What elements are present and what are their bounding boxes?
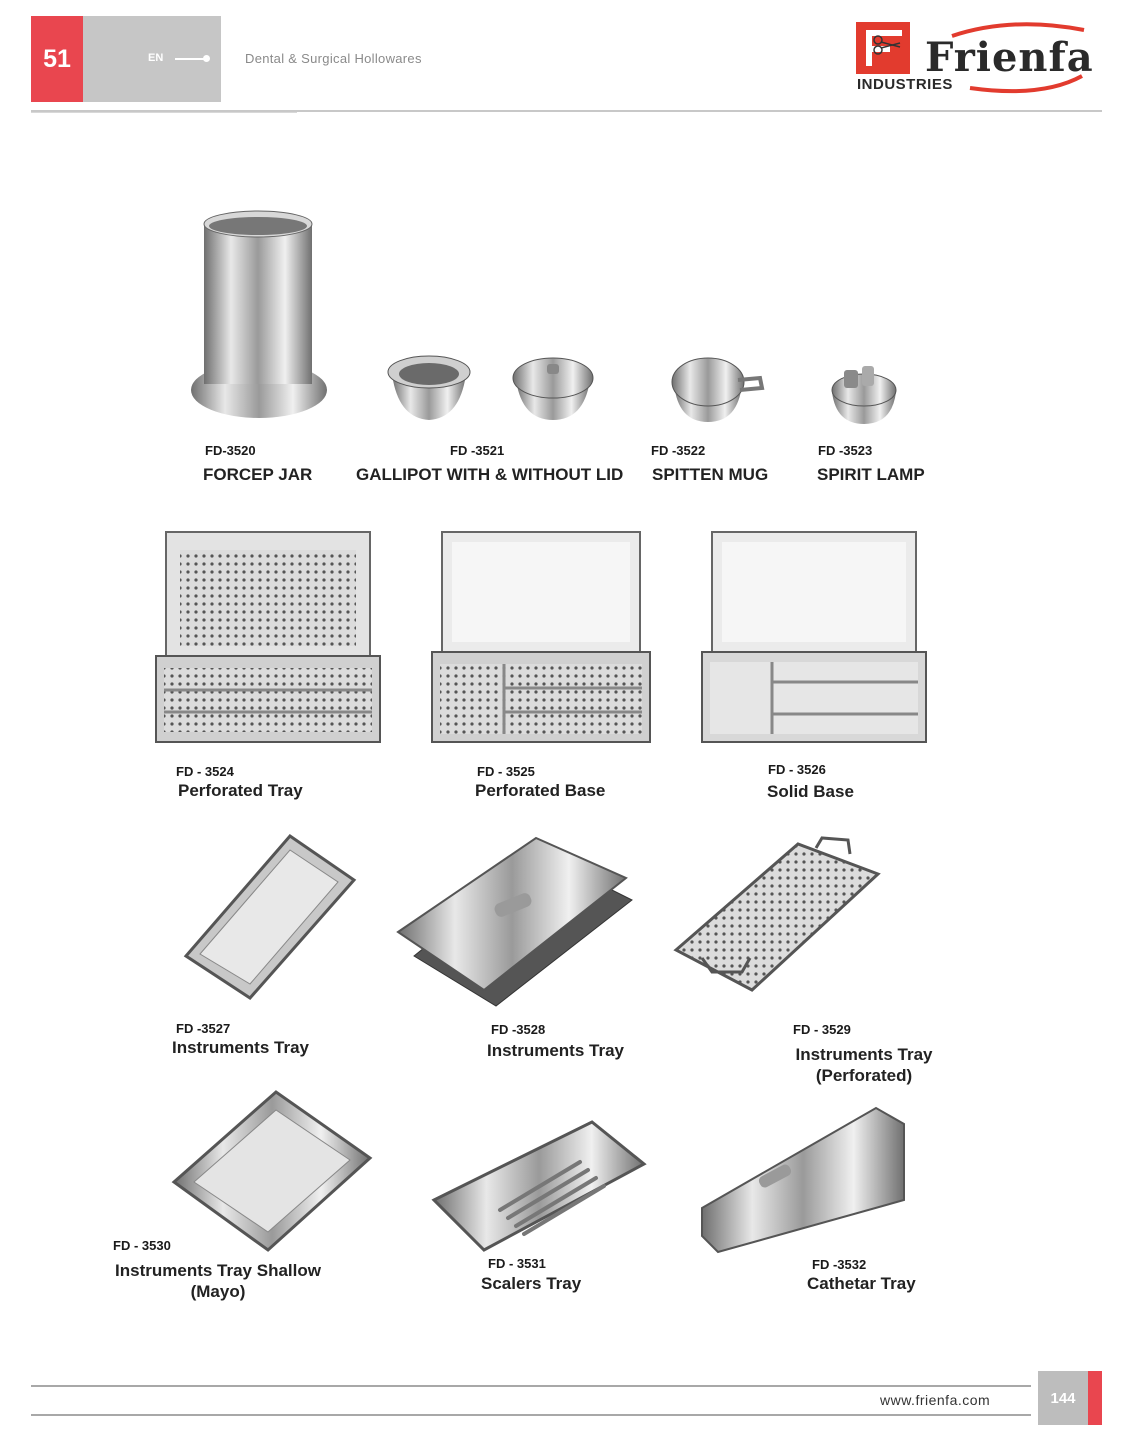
language-label: EN [148, 52, 164, 64]
gallipot-image [387, 355, 471, 420]
product-code: FD -3522 [651, 443, 706, 458]
product-code: FD - 3529 [793, 1022, 851, 1037]
spirit-lamp-image [831, 366, 897, 424]
website-link[interactable]: www.frienfa.com [880, 1392, 991, 1408]
product-name: Cathetar Tray [807, 1274, 916, 1293]
product-name-line2: (Perforated) [815, 1066, 913, 1085]
product-code: FD -3532 [812, 1257, 867, 1272]
brand-name: Frienfa [925, 34, 1094, 81]
product-name: Instruments Tray [487, 1041, 624, 1060]
product-name: SPIRIT LAMP [817, 465, 925, 484]
page-number: 144 [1038, 1371, 1088, 1425]
spitten-mug-image [671, 357, 765, 422]
brand-logo-icon [856, 22, 1085, 94]
mayo-tray-image [171, 1090, 373, 1252]
scalers-tray-image [431, 1120, 647, 1252]
page-number-accent [1088, 1371, 1102, 1425]
product-code: FD -3523 [818, 443, 873, 458]
language-dot [203, 55, 210, 62]
instruments-tray-3527-image [183, 834, 357, 1000]
product-name: Perforated Base [475, 781, 606, 800]
product-code: FD - 3531 [488, 1256, 546, 1271]
product-name: FORCEP JAR [203, 465, 313, 484]
instruments-tray-3528-image [396, 836, 633, 1007]
header-divider [31, 110, 1102, 112]
gallipot-lid-image [512, 357, 594, 420]
product-name: Scalers Tray [481, 1274, 582, 1293]
product-code: FD -3521 [450, 443, 505, 458]
brand-subtitle: INDUSTRIES [857, 76, 953, 93]
product-code: FD - 3526 [768, 762, 826, 777]
product-name: GALLIPOT WITH & WITHOUT LID [356, 465, 624, 484]
product-code: FD - 3525 [477, 764, 535, 779]
perforated-instruments-tray-image [673, 836, 881, 992]
forcep-jar-image [191, 210, 327, 418]
product-code: FD -3527 [176, 1021, 231, 1036]
product-code: FD - 3524 [176, 764, 234, 779]
product-name-line2: (Mayo) [190, 1282, 246, 1301]
perforated-tray-image [155, 531, 381, 743]
section-number: 51 [31, 16, 83, 102]
product-code: FD - 3530 [113, 1238, 171, 1253]
header-divider-accent [31, 112, 297, 113]
product-code: FD-3520 [205, 443, 256, 458]
footer-divider-bottom [31, 1414, 1031, 1416]
solid-base-image [701, 531, 927, 743]
product-name: Solid Base [767, 782, 854, 801]
perforated-base-image [431, 531, 651, 743]
product-name: SPITTEN MUG [652, 465, 769, 484]
language-line [175, 58, 205, 60]
cathetar-tray-image [701, 1106, 905, 1254]
product-name: Instruments Tray Shallow [115, 1261, 321, 1280]
category-title: Dental & Surgical Hollowares [245, 51, 422, 66]
product-code: FD -3528 [491, 1022, 546, 1037]
product-name: Instruments Tray [795, 1045, 933, 1064]
footer-divider-top [31, 1385, 1031, 1387]
product-name: Instruments Tray [172, 1038, 309, 1057]
product-name: Perforated Tray [178, 781, 303, 800]
